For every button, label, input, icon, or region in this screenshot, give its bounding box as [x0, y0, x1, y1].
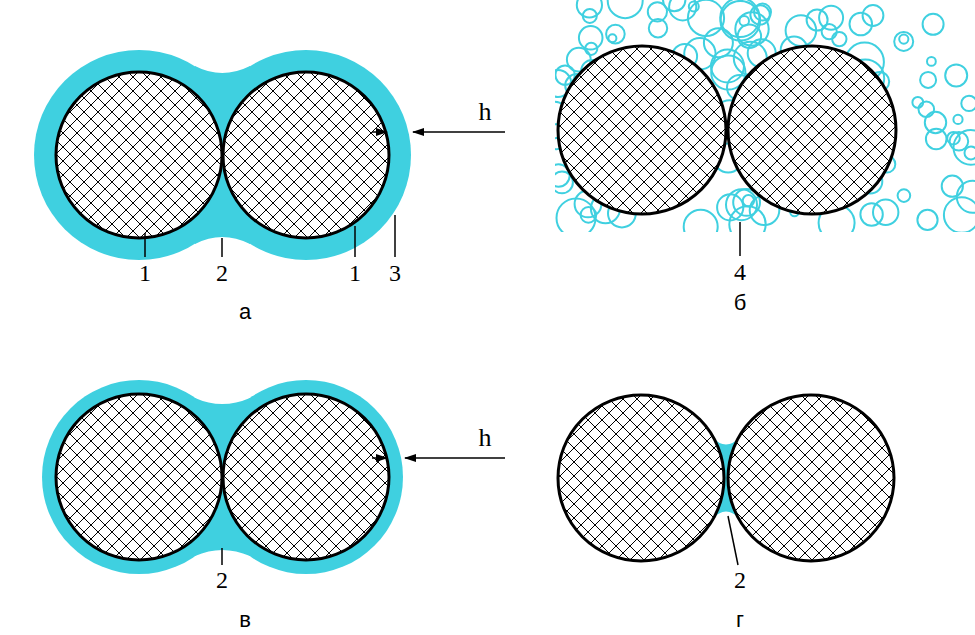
callout-number: 1	[349, 261, 361, 285]
foam-bubble	[608, 0, 643, 18]
foam-bubble	[717, 194, 743, 220]
foam-bubble	[832, 32, 846, 46]
callout-number: 2	[216, 568, 228, 592]
foam-bubble	[920, 72, 936, 88]
panel-b	[544, 0, 975, 256]
panel-v	[42, 380, 505, 574]
callout-number: 3	[389, 261, 401, 285]
foam-bubble	[583, 9, 597, 23]
foam-bubble	[807, 10, 828, 31]
foam-bubble	[860, 203, 882, 225]
panel-g	[558, 395, 894, 565]
foam-bubble	[743, 195, 754, 206]
callout-number: 2	[216, 261, 228, 285]
foam-bubble	[923, 14, 944, 35]
foam-bubble	[954, 130, 975, 165]
foam-bubble	[919, 101, 935, 117]
foam-bubble	[649, 19, 667, 37]
callout-number: 1	[139, 261, 151, 285]
foam-bubble	[863, 5, 884, 26]
foam-bubble	[822, 24, 837, 39]
foam-bubble	[579, 26, 603, 50]
foam-bubble	[585, 43, 597, 55]
foam-bubble	[957, 181, 975, 213]
panel-letter: в	[239, 609, 251, 631]
callout-number: 2	[734, 568, 746, 592]
panel-letter: а	[239, 301, 251, 323]
foam-bubble	[927, 57, 936, 66]
callout-number: 4	[734, 260, 746, 284]
foam-bubble	[926, 129, 947, 150]
foam-bubble	[945, 64, 967, 86]
foam-bubble	[684, 210, 718, 232]
foam-bubble	[947, 132, 960, 145]
foam-bubble	[894, 32, 913, 51]
foam-bubble	[704, 28, 733, 57]
foam-bubble	[557, 198, 596, 232]
foam-bubble	[581, 207, 597, 223]
foam-bubble	[786, 15, 817, 46]
panel-letter: г	[736, 609, 744, 631]
foam-bubble	[689, 1, 699, 11]
foam-bubble	[953, 115, 962, 124]
foam-bubble	[898, 189, 911, 202]
foam-bubble	[688, 0, 724, 36]
foam-bubble	[873, 200, 898, 225]
foam-bubble	[944, 197, 975, 232]
panel-a	[34, 50, 505, 260]
foam-bubble	[663, 0, 685, 11]
foam-bubble	[606, 25, 625, 44]
foam-bubble	[899, 35, 908, 44]
dimension-label: h	[479, 99, 492, 125]
foam-bubble	[961, 96, 975, 111]
panel-letter: б	[734, 292, 747, 314]
foam-bubble	[912, 97, 923, 108]
dimension-label: h	[479, 425, 492, 451]
foam-bubble	[917, 210, 937, 230]
